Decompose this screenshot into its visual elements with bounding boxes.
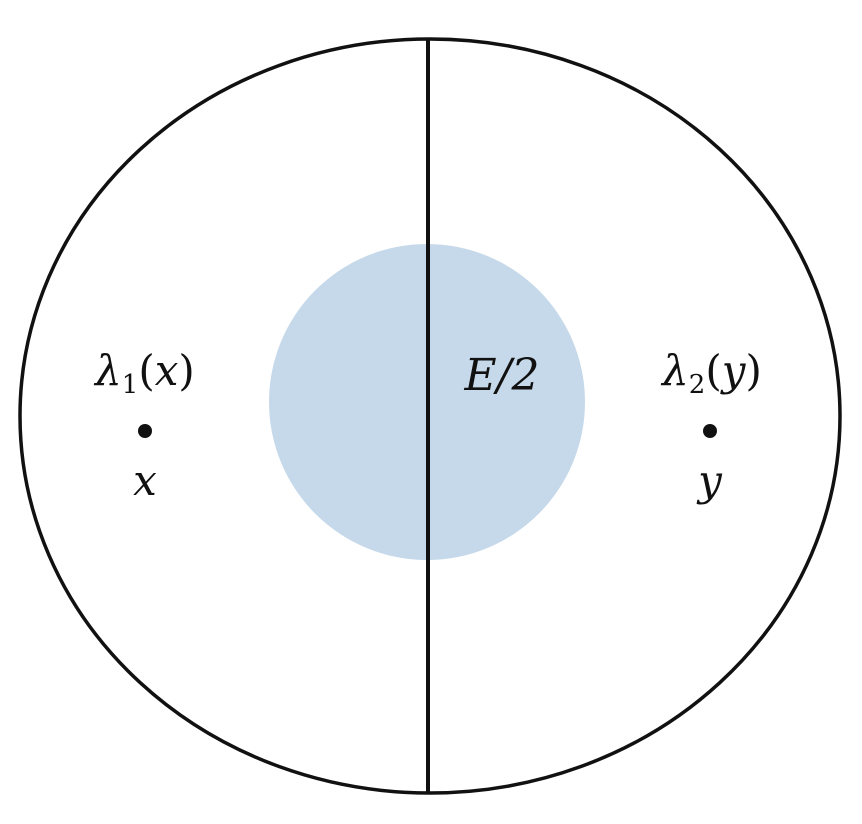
point-x	[138, 424, 152, 438]
point-y-label: y	[696, 456, 723, 505]
point-x-label: x	[133, 456, 157, 505]
lambda1-label: λ1(x)	[93, 346, 195, 400]
point-y	[703, 424, 717, 438]
energy-label: E/2	[464, 350, 540, 401]
lambda2-label: λ2(y)	[660, 346, 762, 400]
